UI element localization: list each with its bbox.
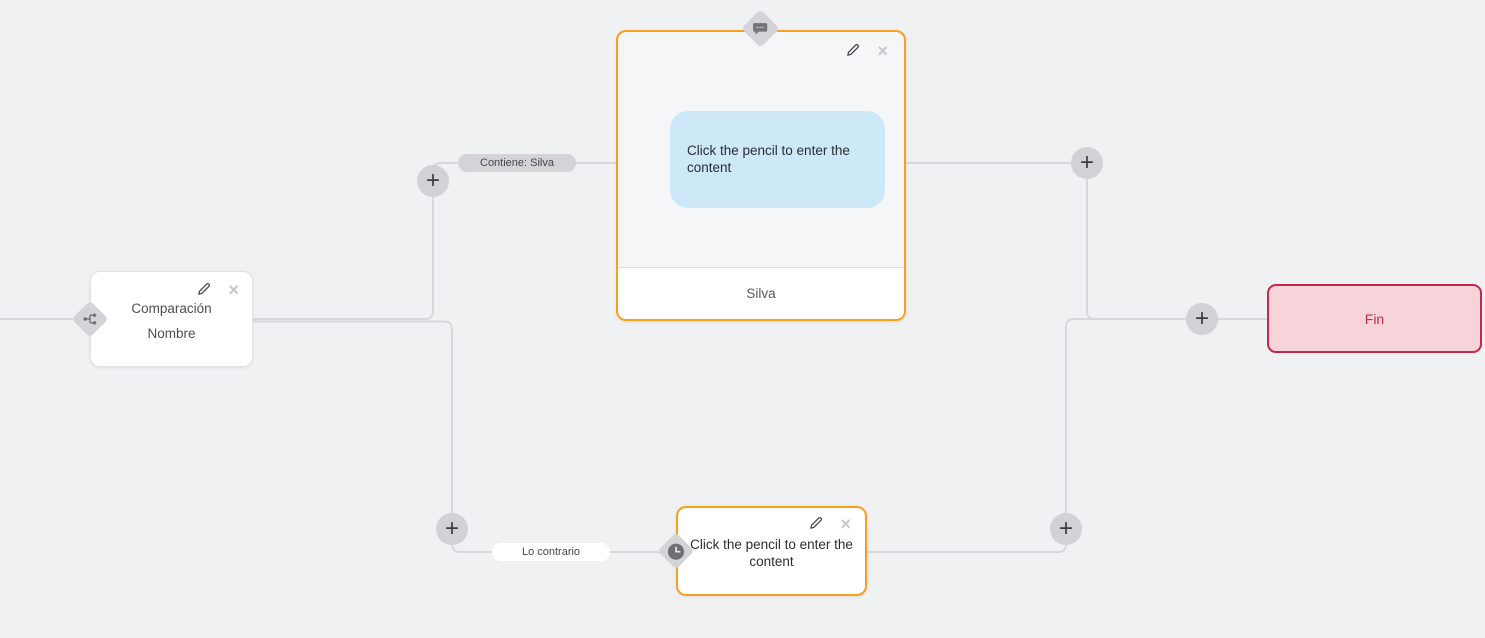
edge-label-otherwise: Lo contrario: [492, 543, 610, 561]
edge-delay-output: [866, 318, 1268, 553]
condition-port-diamond[interactable]: [71, 300, 109, 338]
delay-port-diamond[interactable]: [657, 532, 695, 570]
condition-title: Comparación Nombre: [91, 296, 252, 346]
add-button-condition-false[interactable]: +: [436, 513, 468, 545]
condition-title-line2: Nombre: [147, 326, 196, 341]
message-footer-text: Silva: [746, 286, 776, 301]
message-node[interactable]: × Click the pencil to enter the content …: [616, 30, 906, 321]
add-button-condition-true[interactable]: +: [417, 165, 449, 197]
edge-condition-false: [253, 320, 665, 553]
add-button-end-input[interactable]: +: [1186, 303, 1218, 335]
message-preview-bubble: Click the pencil to enter the content: [670, 111, 885, 208]
add-button-message-output[interactable]: +: [1071, 147, 1103, 179]
message-port-diamond[interactable]: [741, 9, 780, 48]
end-node[interactable]: Fin: [1267, 284, 1482, 353]
edit-pencil-icon[interactable]: [845, 43, 860, 58]
edit-pencil-icon[interactable]: [196, 282, 211, 297]
edge-message-output: [905, 162, 1268, 320]
condition-node[interactable]: × Comparación Nombre: [90, 271, 253, 367]
message-preview-text: Click the pencil to enter the content: [687, 143, 850, 175]
clock-icon: [667, 542, 686, 561]
delete-x-icon[interactable]: ×: [877, 40, 888, 61]
delay-placeholder-text: Click the pencil to enter the content: [690, 537, 853, 569]
condition-title-line1: Comparación: [131, 301, 212, 316]
chat-bubble-icon: [752, 21, 769, 37]
branch-icon: [82, 311, 98, 327]
add-button-delay-output[interactable]: +: [1050, 513, 1082, 545]
edge-condition-true: [253, 162, 617, 320]
end-node-label: Fin: [1364, 310, 1385, 327]
delay-node[interactable]: × Click the pencil to enter the content: [676, 506, 867, 596]
delete-x-icon[interactable]: ×: [228, 279, 239, 300]
edge-label-contains: Contiene: Silva: [458, 154, 576, 172]
edit-pencil-icon[interactable]: [808, 516, 823, 531]
message-footer: Silva: [618, 267, 904, 319]
delete-x-icon[interactable]: ×: [840, 513, 851, 534]
